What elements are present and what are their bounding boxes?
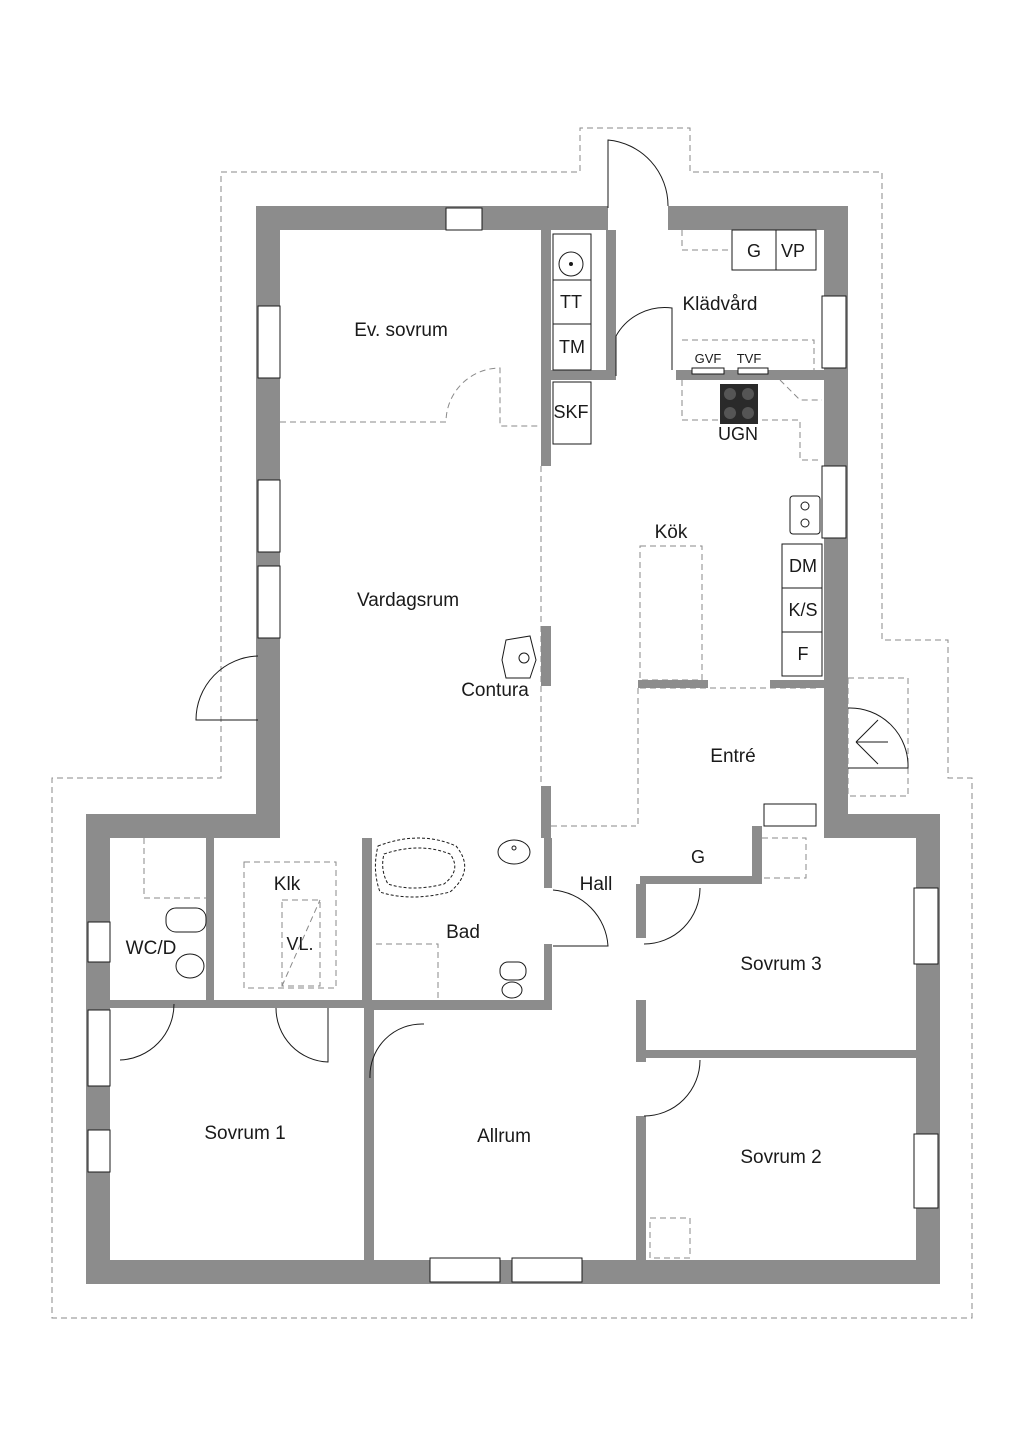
fixture-label-tt: TT	[560, 292, 582, 312]
laundry-sink-icon	[558, 251, 584, 277]
room-label-kok: Kök	[655, 522, 688, 543]
room-label-allrum: Allrum	[477, 1126, 531, 1147]
fixture-label-f: F	[798, 644, 809, 664]
cabinets	[552, 229, 823, 827]
fixture-label-vp: VP	[781, 241, 805, 261]
fixture-label-vl: VL.	[286, 934, 313, 954]
room-label-ev-sovrum: Ev. sovrum	[354, 320, 448, 341]
fixture-label-skf: SKF	[553, 402, 588, 422]
room-label-sovrum-3: Sovrum 3	[740, 954, 821, 975]
fixture-label-tvf: TVF	[737, 351, 762, 366]
room-label-klk: Klk	[274, 874, 301, 895]
roof-outline	[51, 127, 973, 1319]
windows	[87, 207, 939, 1283]
fixture-label-ks: K/S	[788, 600, 817, 620]
bathtub-icon	[374, 837, 466, 898]
fixture-label-tm: TM	[559, 337, 585, 357]
fixture-labels: G VP TT TM GVF TVF SKF UGN DM K/S F Cont…	[286, 241, 817, 954]
fixture-label-g-entre: G	[691, 847, 705, 867]
fixture-label-dm: DM	[789, 556, 817, 576]
kitchen-sink-icon	[789, 495, 821, 535]
room-label-vardagsrum: Vardagsrum	[357, 590, 459, 611]
room-label-kladvard: Klädvård	[683, 294, 758, 315]
room-label-bad: Bad	[446, 922, 480, 943]
fixture-label-g-top: G	[747, 241, 761, 261]
room-label-hall: Hall	[580, 874, 613, 895]
room-label-sovrum-1: Sovrum 1	[204, 1123, 285, 1144]
room-label-sovrum-2: Sovrum 2	[740, 1147, 821, 1168]
doors	[119, 139, 909, 1117]
room-labels: Ev. sovrum Vardagsrum Kök Klädvård Entré…	[126, 294, 822, 1168]
fixture-label-gvf: GVF	[695, 351, 722, 366]
room-label-wc-d: WC/D	[126, 938, 177, 959]
stove-icon	[720, 384, 758, 424]
fixture-label-contura: Contura	[461, 680, 529, 701]
room-label-entre: Entré	[710, 746, 755, 767]
fixture-label-ugn: UGN	[718, 424, 758, 444]
bath-fixtures	[165, 839, 531, 999]
fireplace-icon	[501, 635, 537, 679]
dashed-lines	[143, 230, 822, 1259]
